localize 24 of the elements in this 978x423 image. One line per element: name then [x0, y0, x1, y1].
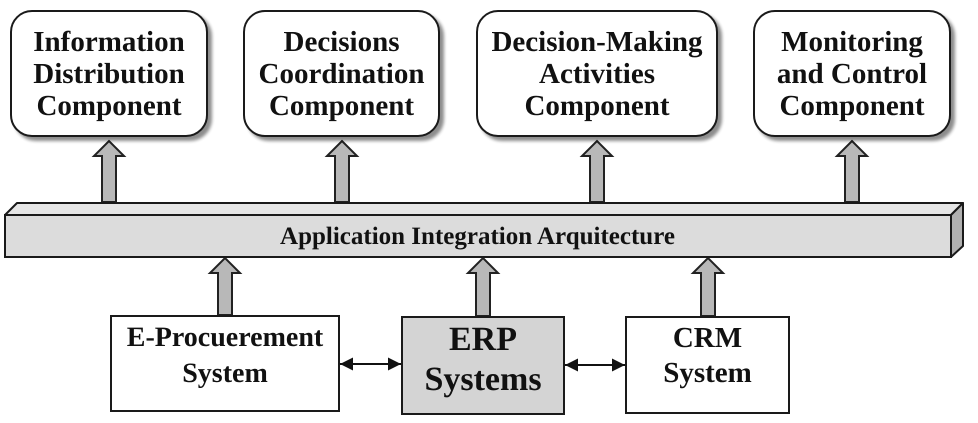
- component-box: [243, 10, 440, 137]
- node-label: ERP Systems: [423, 320, 543, 400]
- system-box: [401, 316, 565, 415]
- node-label: Decision-Making Activities Component: [490, 26, 704, 122]
- node-label: Application Integration Arquitecture: [280, 222, 675, 252]
- node-label: Decisions Coordination Component: [258, 26, 426, 122]
- double-arrow: [340, 358, 401, 370]
- system-box: [625, 316, 790, 414]
- node-label: CRM System: [662, 321, 753, 391]
- node-label: Monitoring and Control Component: [776, 26, 928, 122]
- block-arrow: [580, 140, 614, 203]
- component-box: [753, 10, 951, 137]
- node-label: E-Procuerement System: [126, 321, 324, 391]
- double-arrow: [565, 358, 625, 372]
- block-arrow: [690, 256, 726, 317]
- block-arrow: [92, 140, 126, 203]
- system-box: [110, 315, 340, 412]
- block-arrow: [208, 256, 242, 316]
- component-box: [10, 10, 208, 137]
- block-arrow: [834, 140, 870, 203]
- block-arrow: [324, 140, 360, 203]
- node-label: Information Distribution Component: [32, 26, 186, 122]
- block-arrow: [466, 256, 500, 317]
- component-box: [476, 10, 718, 137]
